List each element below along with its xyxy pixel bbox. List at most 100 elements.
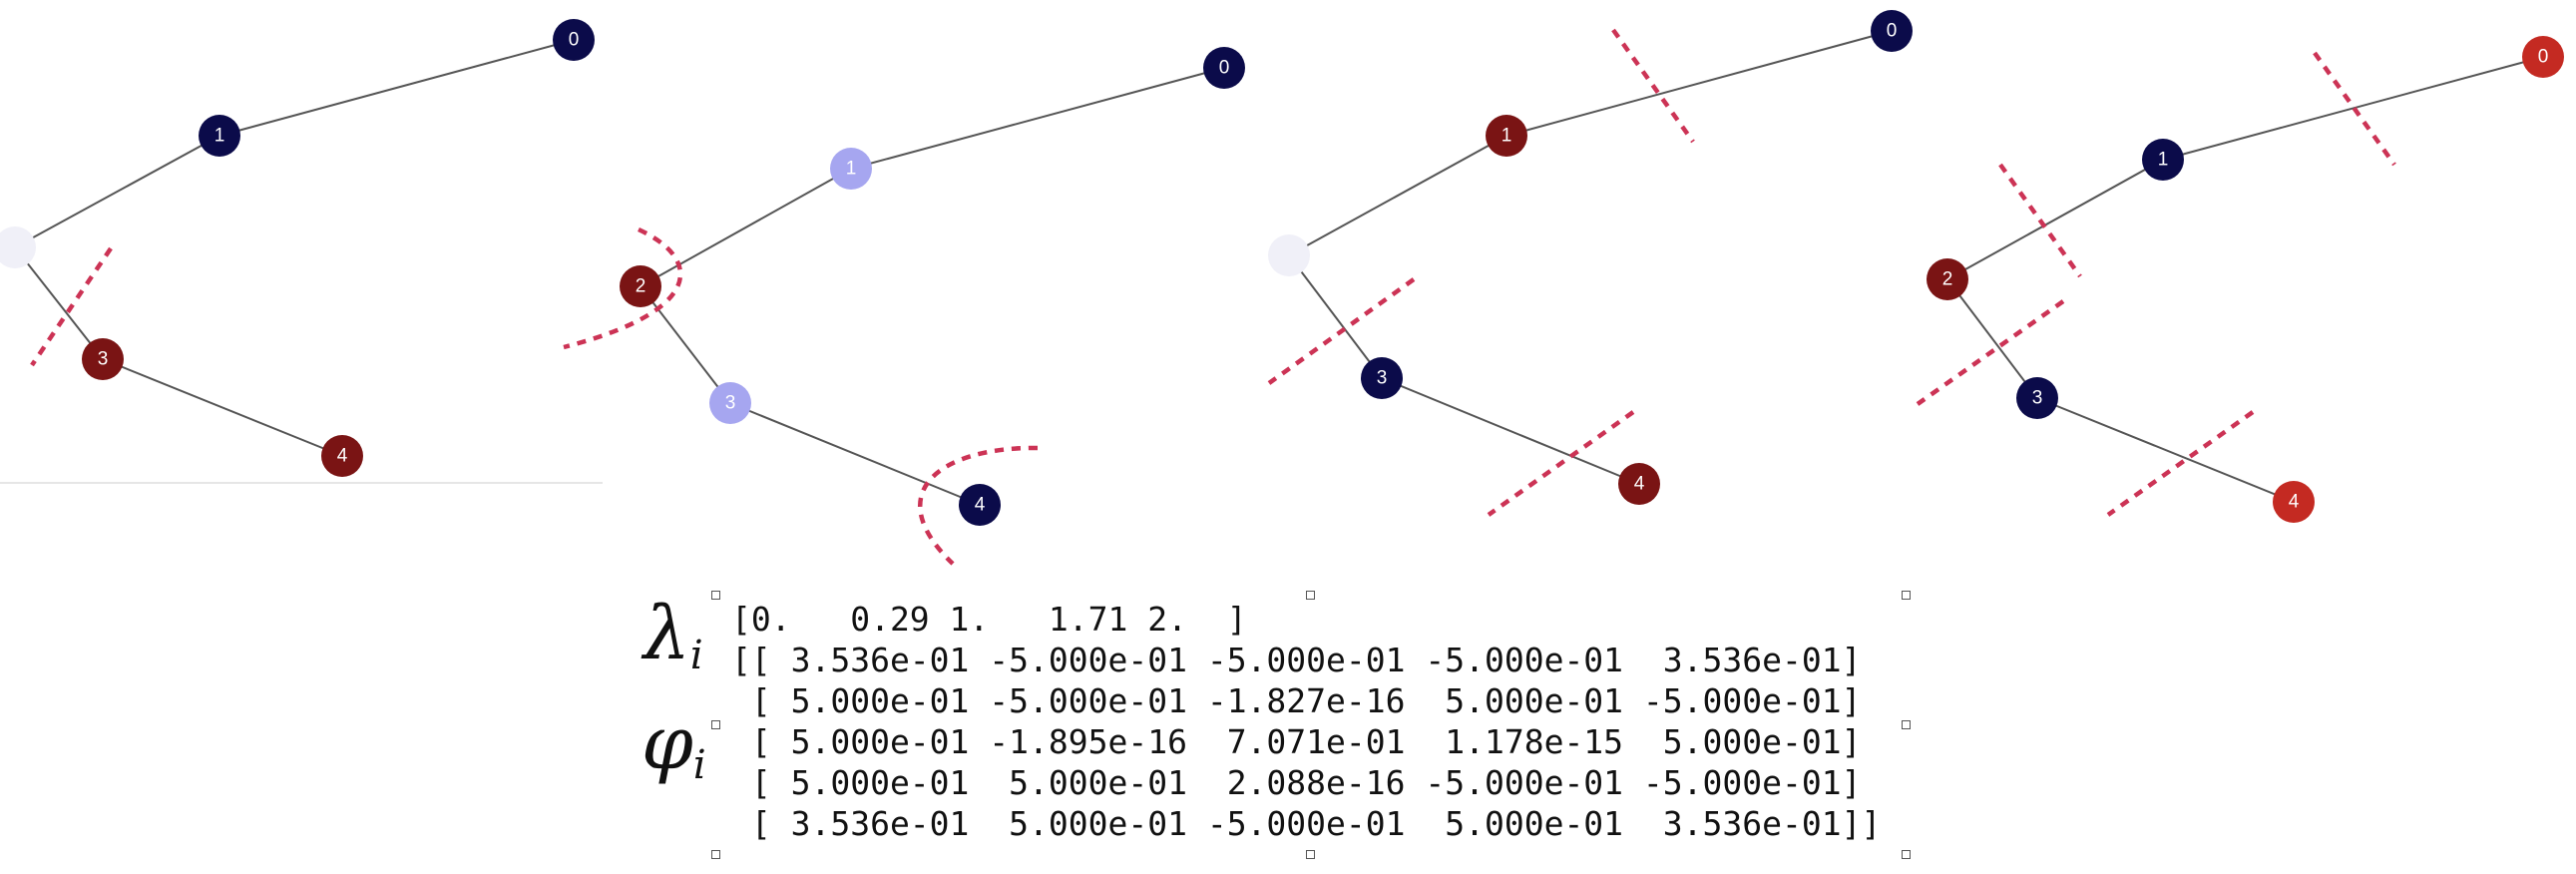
edge: [1288, 135, 1507, 256]
eigenvector-row: [[ 3.536e-01 -5.000e-01 -5.000e-01 -5.00…: [731, 641, 1862, 679]
graph-panel-3: 0 1 3 4: [1267, 10, 1913, 517]
graph-node-label: 1: [1502, 126, 1512, 147]
graph-node: 4: [959, 484, 1001, 526]
graph-node-label: 4: [2289, 492, 2300, 513]
graph-node: 3: [82, 338, 124, 380]
phi-symbol: φi: [642, 706, 706, 785]
graph-node: 3: [1361, 357, 1403, 399]
graph-panel-1: 0 1 3 4: [0, 19, 595, 477]
graph-node-label: 1: [2158, 150, 2169, 171]
graph-node-circle: [553, 19, 595, 61]
graph-node: 3: [709, 382, 751, 424]
nodal-cut-line: [2313, 51, 2396, 167]
lambda-symbol: λi: [644, 597, 703, 675]
graph-node-label: 2: [1942, 269, 1953, 290]
graph-node: 2: [1927, 258, 1968, 300]
edge: [1946, 159, 2164, 280]
nodal-cut-line: [30, 246, 113, 367]
nodal-cut-line: [1998, 163, 2082, 278]
graph-node-circle: [2273, 481, 2315, 523]
graph-node: 1: [830, 148, 872, 190]
graph-node-circle: [709, 382, 751, 424]
selection-handle: [1902, 850, 1911, 859]
edge: [102, 358, 343, 457]
graph-node-label: 4: [1634, 474, 1645, 495]
phi-char: φ: [642, 700, 693, 786]
nodal-cut-line: [1267, 277, 1416, 385]
eigenvalues-line: [0. 0.29 1. 1.71 2. ]: [731, 600, 1247, 639]
graph-node-circle: [1486, 115, 1527, 157]
edge: [218, 39, 575, 137]
graph-node: 1: [199, 115, 240, 157]
graph-node: 4: [1618, 463, 1660, 505]
graph-node: [1268, 234, 1310, 276]
eigenvector-row: [ 3.536e-01 5.000e-01 -5.000e-01 5.000e-…: [731, 804, 1882, 843]
graph-node: 1: [1486, 115, 1527, 157]
selection-handle: [1306, 850, 1315, 859]
eigenvector-row: [ 5.000e-01 -1.895e-16 7.071e-01 1.178e-…: [731, 722, 1862, 761]
graph-node-circle: [620, 265, 661, 307]
edge: [14, 135, 220, 248]
edge: [1288, 254, 1383, 379]
graph-node: 1: [2142, 139, 2184, 181]
edge: [1946, 278, 2038, 399]
nodal-cut-line: [918, 445, 1039, 566]
edge: [2036, 397, 2295, 503]
graph-node-label: 0: [1219, 58, 1230, 79]
graph-node: 4: [321, 435, 363, 477]
selection-handle: [1306, 591, 1315, 600]
graph-node-circle: [321, 435, 363, 477]
selection-handle: [711, 720, 720, 729]
graph-node-label: 3: [1377, 368, 1388, 389]
graph-panel-4: 0 1 2 3 4: [1916, 36, 2564, 523]
phi-subscript: i: [692, 742, 706, 788]
lambda-char: λ: [644, 591, 690, 676]
graph-node-label: 4: [337, 446, 348, 467]
graph-node: 0: [553, 19, 595, 61]
nodal-cut-line: [1611, 28, 1695, 144]
graph-node-label: 0: [2538, 47, 2549, 68]
selection-handle: [1902, 720, 1911, 729]
nodal-cut-line: [563, 226, 683, 350]
graph-node-circle: [0, 226, 36, 268]
edge: [640, 168, 852, 287]
graph-node-circle: [959, 484, 1001, 526]
graph-node: 3: [2016, 377, 2058, 419]
edge: [850, 67, 1225, 170]
graph-node-circle: [1927, 258, 1968, 300]
edge: [1505, 30, 1893, 137]
graph-node: [0, 226, 36, 268]
graph-node-label: 0: [569, 30, 580, 51]
nodal-cut-line: [1487, 410, 1635, 517]
graph-node-circle: [2522, 36, 2564, 78]
graph-node: 4: [2273, 481, 2315, 523]
nodal-cut-line: [1916, 299, 2065, 406]
graph-node-circle: [1203, 47, 1245, 89]
nodal-cut-line: [2106, 410, 2255, 517]
graph-node: 2: [620, 265, 661, 307]
selection-handle: [711, 591, 720, 600]
edge: [2162, 56, 2544, 161]
graph-node-circle: [82, 338, 124, 380]
graph-node-circle: [1361, 357, 1403, 399]
graph-node: 0: [1871, 10, 1913, 52]
graph-node-circle: [2142, 139, 2184, 181]
graph-node-label: 3: [725, 393, 736, 414]
graph-node: 0: [1203, 47, 1245, 89]
graph-node-circle: [1268, 234, 1310, 276]
graph-node-circle: [1618, 463, 1660, 505]
graph-node-label: 3: [2032, 388, 2043, 409]
edge: [1381, 377, 1640, 485]
eigenvector-row: [ 5.000e-01 -5.000e-01 -1.827e-16 5.000e…: [731, 681, 1862, 720]
edge: [14, 246, 104, 360]
edge: [640, 285, 731, 404]
eigenvector-row: [ 5.000e-01 5.000e-01 2.088e-16 -5.000e-…: [731, 763, 1862, 802]
graph-node-circle: [199, 115, 240, 157]
selection-handle: [1902, 591, 1911, 600]
edge: [729, 402, 981, 506]
graph-panel-2: 0 1 2 3 4: [563, 47, 1245, 566]
graph-node-label: 2: [636, 276, 646, 297]
graph-node: 0: [2522, 36, 2564, 78]
lambda-subscript: i: [689, 633, 703, 678]
